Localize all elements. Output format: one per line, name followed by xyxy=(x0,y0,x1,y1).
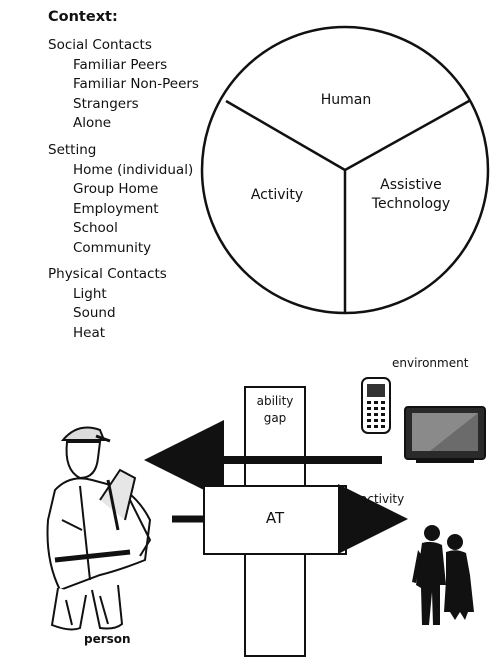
ability-gap-line-2: gap xyxy=(263,411,287,425)
at-label: AT xyxy=(265,509,285,527)
assistive-line-2: Technology xyxy=(371,196,451,212)
environment-label: environment xyxy=(392,356,469,370)
person-illustration xyxy=(46,426,152,631)
context-group-setting: Setting Home (individual) Group Home Emp… xyxy=(48,141,193,259)
context-item: Strangers xyxy=(73,95,139,112)
context-item: Heat xyxy=(73,324,106,341)
context-item: Group Home xyxy=(73,181,159,198)
context-item: Sound xyxy=(73,305,116,322)
context-item: Familiar Non-Peers xyxy=(73,76,199,93)
context-heading-social: Social Contacts xyxy=(48,37,152,53)
context-group-physical: Physical Contacts Light Sound Heat xyxy=(48,265,167,343)
phone-icon xyxy=(361,377,391,434)
ability-gap-label: ability gap xyxy=(245,393,305,427)
context-item: Alone xyxy=(73,115,112,132)
context-item: Employment xyxy=(73,200,159,217)
assistive-line-1: Assistive xyxy=(380,177,442,193)
context-heading-physical: Physical Contacts xyxy=(48,266,167,282)
activity-label: activity xyxy=(360,492,405,506)
couple-silhouette-icon xyxy=(412,525,474,625)
context-item: Home (individual) xyxy=(73,161,194,178)
haat-circle xyxy=(200,25,490,315)
context-item: Familiar Peers xyxy=(73,56,168,73)
context-heading-setting: Setting xyxy=(48,142,97,158)
context-title: Context: xyxy=(48,9,118,25)
context-item: Community xyxy=(73,239,152,256)
context-item: School xyxy=(73,220,118,237)
context-item: Light xyxy=(73,285,107,302)
divider-line xyxy=(344,99,470,172)
person-label: person xyxy=(84,632,131,646)
ability-gap-line-1: ability xyxy=(256,394,294,408)
television-icon xyxy=(404,406,486,463)
divider-line xyxy=(225,99,346,172)
assistive-technology-label: Assistive Technology xyxy=(356,176,466,214)
human-label: Human xyxy=(320,92,372,108)
activity-sector-label: Activity xyxy=(250,187,304,203)
context-group-social: Social Contacts Familiar Peers Familiar … xyxy=(48,36,199,134)
